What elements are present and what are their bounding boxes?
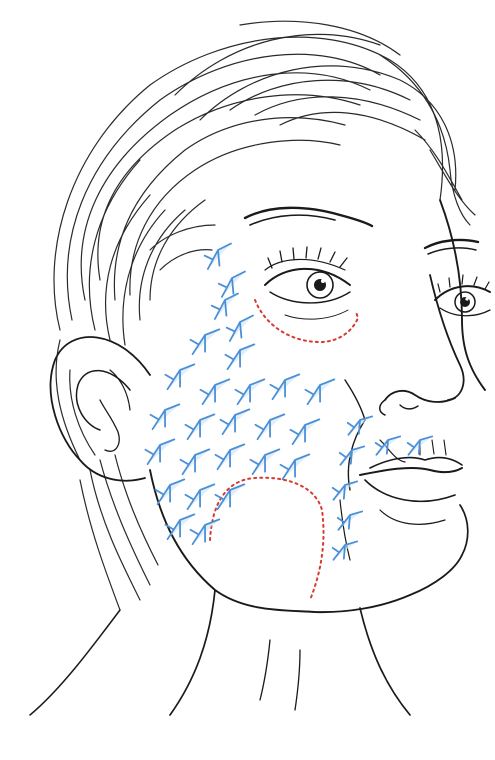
lift-arrow xyxy=(209,294,243,320)
lift-arrow xyxy=(178,449,214,475)
neck xyxy=(30,590,410,715)
lift-arrow xyxy=(216,272,250,298)
lift-arrow xyxy=(374,436,403,455)
lift-arrow xyxy=(163,364,199,390)
lift-arrow xyxy=(143,439,179,465)
lift-arrow xyxy=(202,244,236,270)
mouth xyxy=(348,420,462,524)
lift-arrow xyxy=(303,379,339,405)
lift-arrow xyxy=(183,414,219,440)
lift-arrow xyxy=(188,329,224,355)
eyebrows xyxy=(245,208,478,254)
lift-arrow xyxy=(331,541,360,560)
cheek-arrow-group xyxy=(143,329,339,545)
lift-arrow xyxy=(188,519,224,545)
lift-arrow xyxy=(213,484,249,510)
under-eye-dotted-zone xyxy=(255,300,358,342)
lift-arrow xyxy=(153,479,189,505)
lift-arrow xyxy=(278,454,314,480)
nose xyxy=(380,275,464,415)
lift-arrow xyxy=(148,404,184,430)
lift-arrow xyxy=(183,484,219,510)
lift-arrow xyxy=(213,444,249,470)
ear xyxy=(51,337,150,481)
lift-arrow xyxy=(248,449,284,475)
lift-arrow xyxy=(338,446,367,465)
face-outline xyxy=(150,200,485,612)
lift-arrow xyxy=(218,409,254,435)
lift-arrow xyxy=(331,481,360,500)
lift-arrow xyxy=(346,416,375,435)
lift-arrow xyxy=(198,379,234,405)
lift-arrow xyxy=(233,379,269,405)
temple-arrow-group xyxy=(202,244,258,342)
cheek-contour xyxy=(340,380,365,560)
lift-arrow xyxy=(288,419,324,445)
lift-arrow xyxy=(253,414,289,440)
perioral-arrow-group xyxy=(331,416,435,560)
lift-arrow xyxy=(336,511,365,530)
lift-arrow xyxy=(163,514,199,540)
left-eye xyxy=(265,247,350,319)
lift-arrow xyxy=(224,316,258,342)
lift-arrow xyxy=(223,344,259,370)
lift-arrow xyxy=(268,374,304,400)
